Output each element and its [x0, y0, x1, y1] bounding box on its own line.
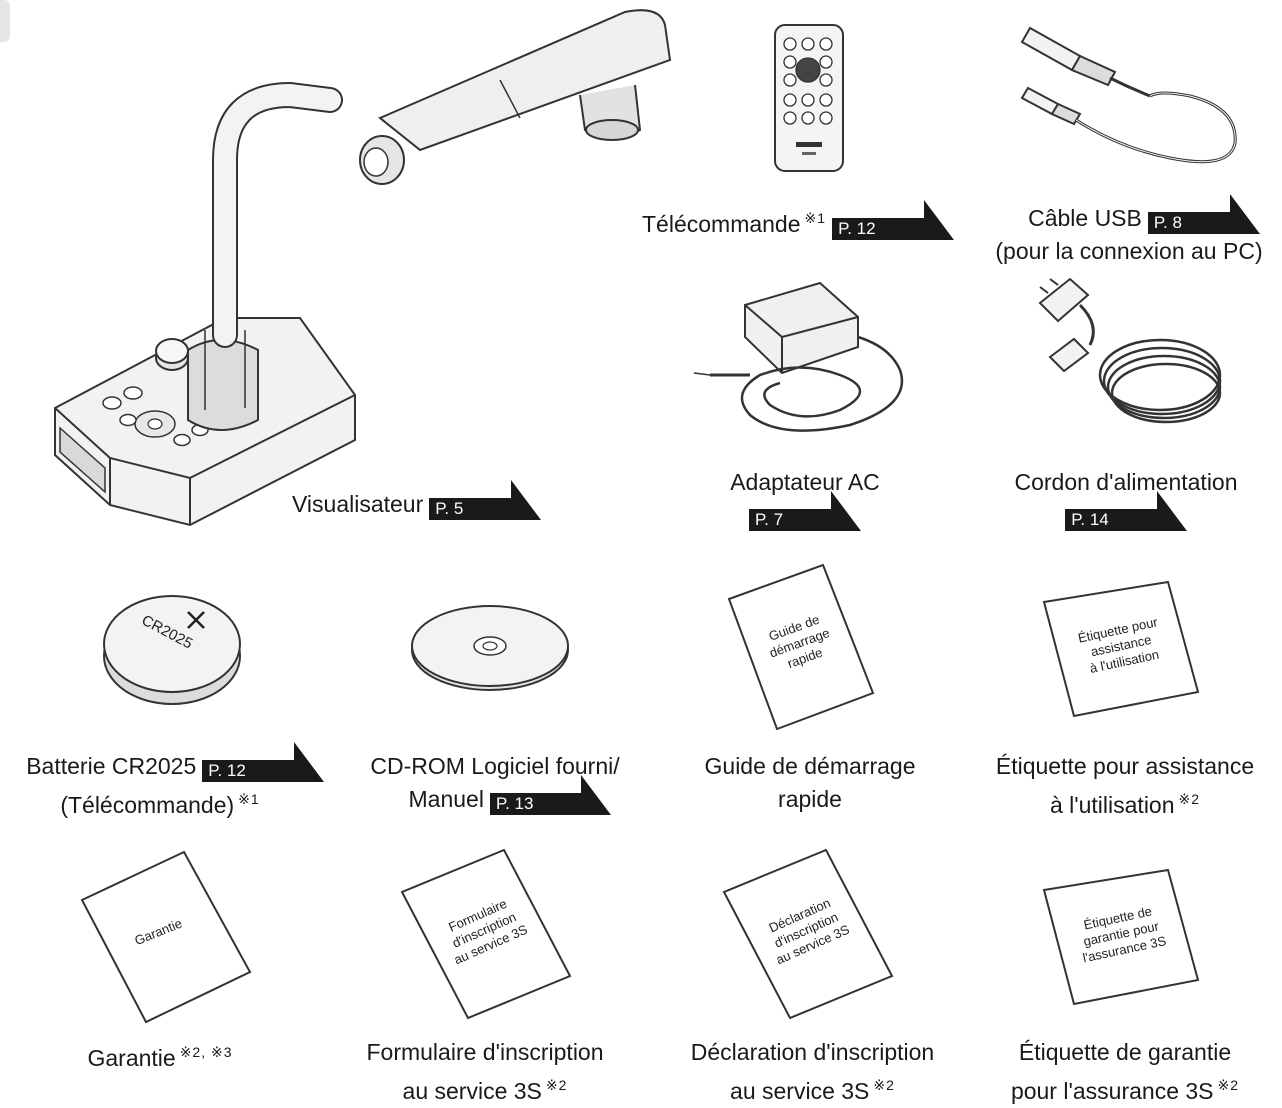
ac-adapter-illustration: [693, 281, 904, 432]
power-cord-illustration: [1038, 277, 1222, 424]
quick-guide-illustration: Guide de démarrage rapide: [727, 563, 875, 731]
decl3s-illustration: Déclaration d'inscription au service 3S: [722, 848, 894, 1020]
remote-control-illustration: [774, 24, 844, 172]
usb-cable-illustration: [1020, 26, 1237, 164]
page-ref-ac-adapter: P. 7: [748, 491, 862, 531]
page-ref-visualizer: P. 5: [429, 480, 542, 520]
support-label-caption: Étiquette pour assistance à l'utilisatio…: [995, 753, 1255, 818]
visualizer-illustration: [54, 9, 672, 527]
form3s-illustration: Formulaire d'inscription au service 3S: [400, 848, 572, 1020]
page-ref-battery: P. 12: [202, 742, 324, 782]
warranty-illustration: Garantie: [80, 850, 252, 1024]
power-cord-caption: Cordon d'alimentation P. 14: [1014, 469, 1238, 531]
page-ref-usb: P. 8: [1147, 194, 1261, 234]
guarantee3s-caption: Étiquette de garantie pour l'assurance 3…: [1010, 1039, 1240, 1104]
page-ref-power-cord: P. 14: [1065, 491, 1187, 531]
page-ref-cdrom: P. 13: [489, 775, 611, 815]
battery-illustration: CR2025: [103, 595, 241, 705]
support-label-illustration: Étiquette pour assistance à l'utilisatio…: [1042, 580, 1200, 718]
decl3s-caption: Déclaration d'inscription au service 3S※…: [690, 1039, 935, 1104]
quick-guide-caption: Guide de démarrage rapide: [704, 753, 916, 812]
page-ref-remote: P. 12: [832, 200, 953, 240]
page-edge-tab: [0, 0, 10, 42]
warranty-caption: Garantie※2, ※3: [87, 1044, 233, 1071]
remote-caption: Télécommande※1P. 12: [642, 200, 953, 241]
guarantee3s-illustration: Étiquette de garantie pour l'assurance 3…: [1042, 868, 1200, 1006]
ac-adapter-caption: Adaptateur AC P. 7: [730, 469, 880, 531]
cdrom-illustration: [411, 605, 569, 691]
form3s-caption: Formulaire d'inscription au service 3S※2: [366, 1039, 604, 1104]
